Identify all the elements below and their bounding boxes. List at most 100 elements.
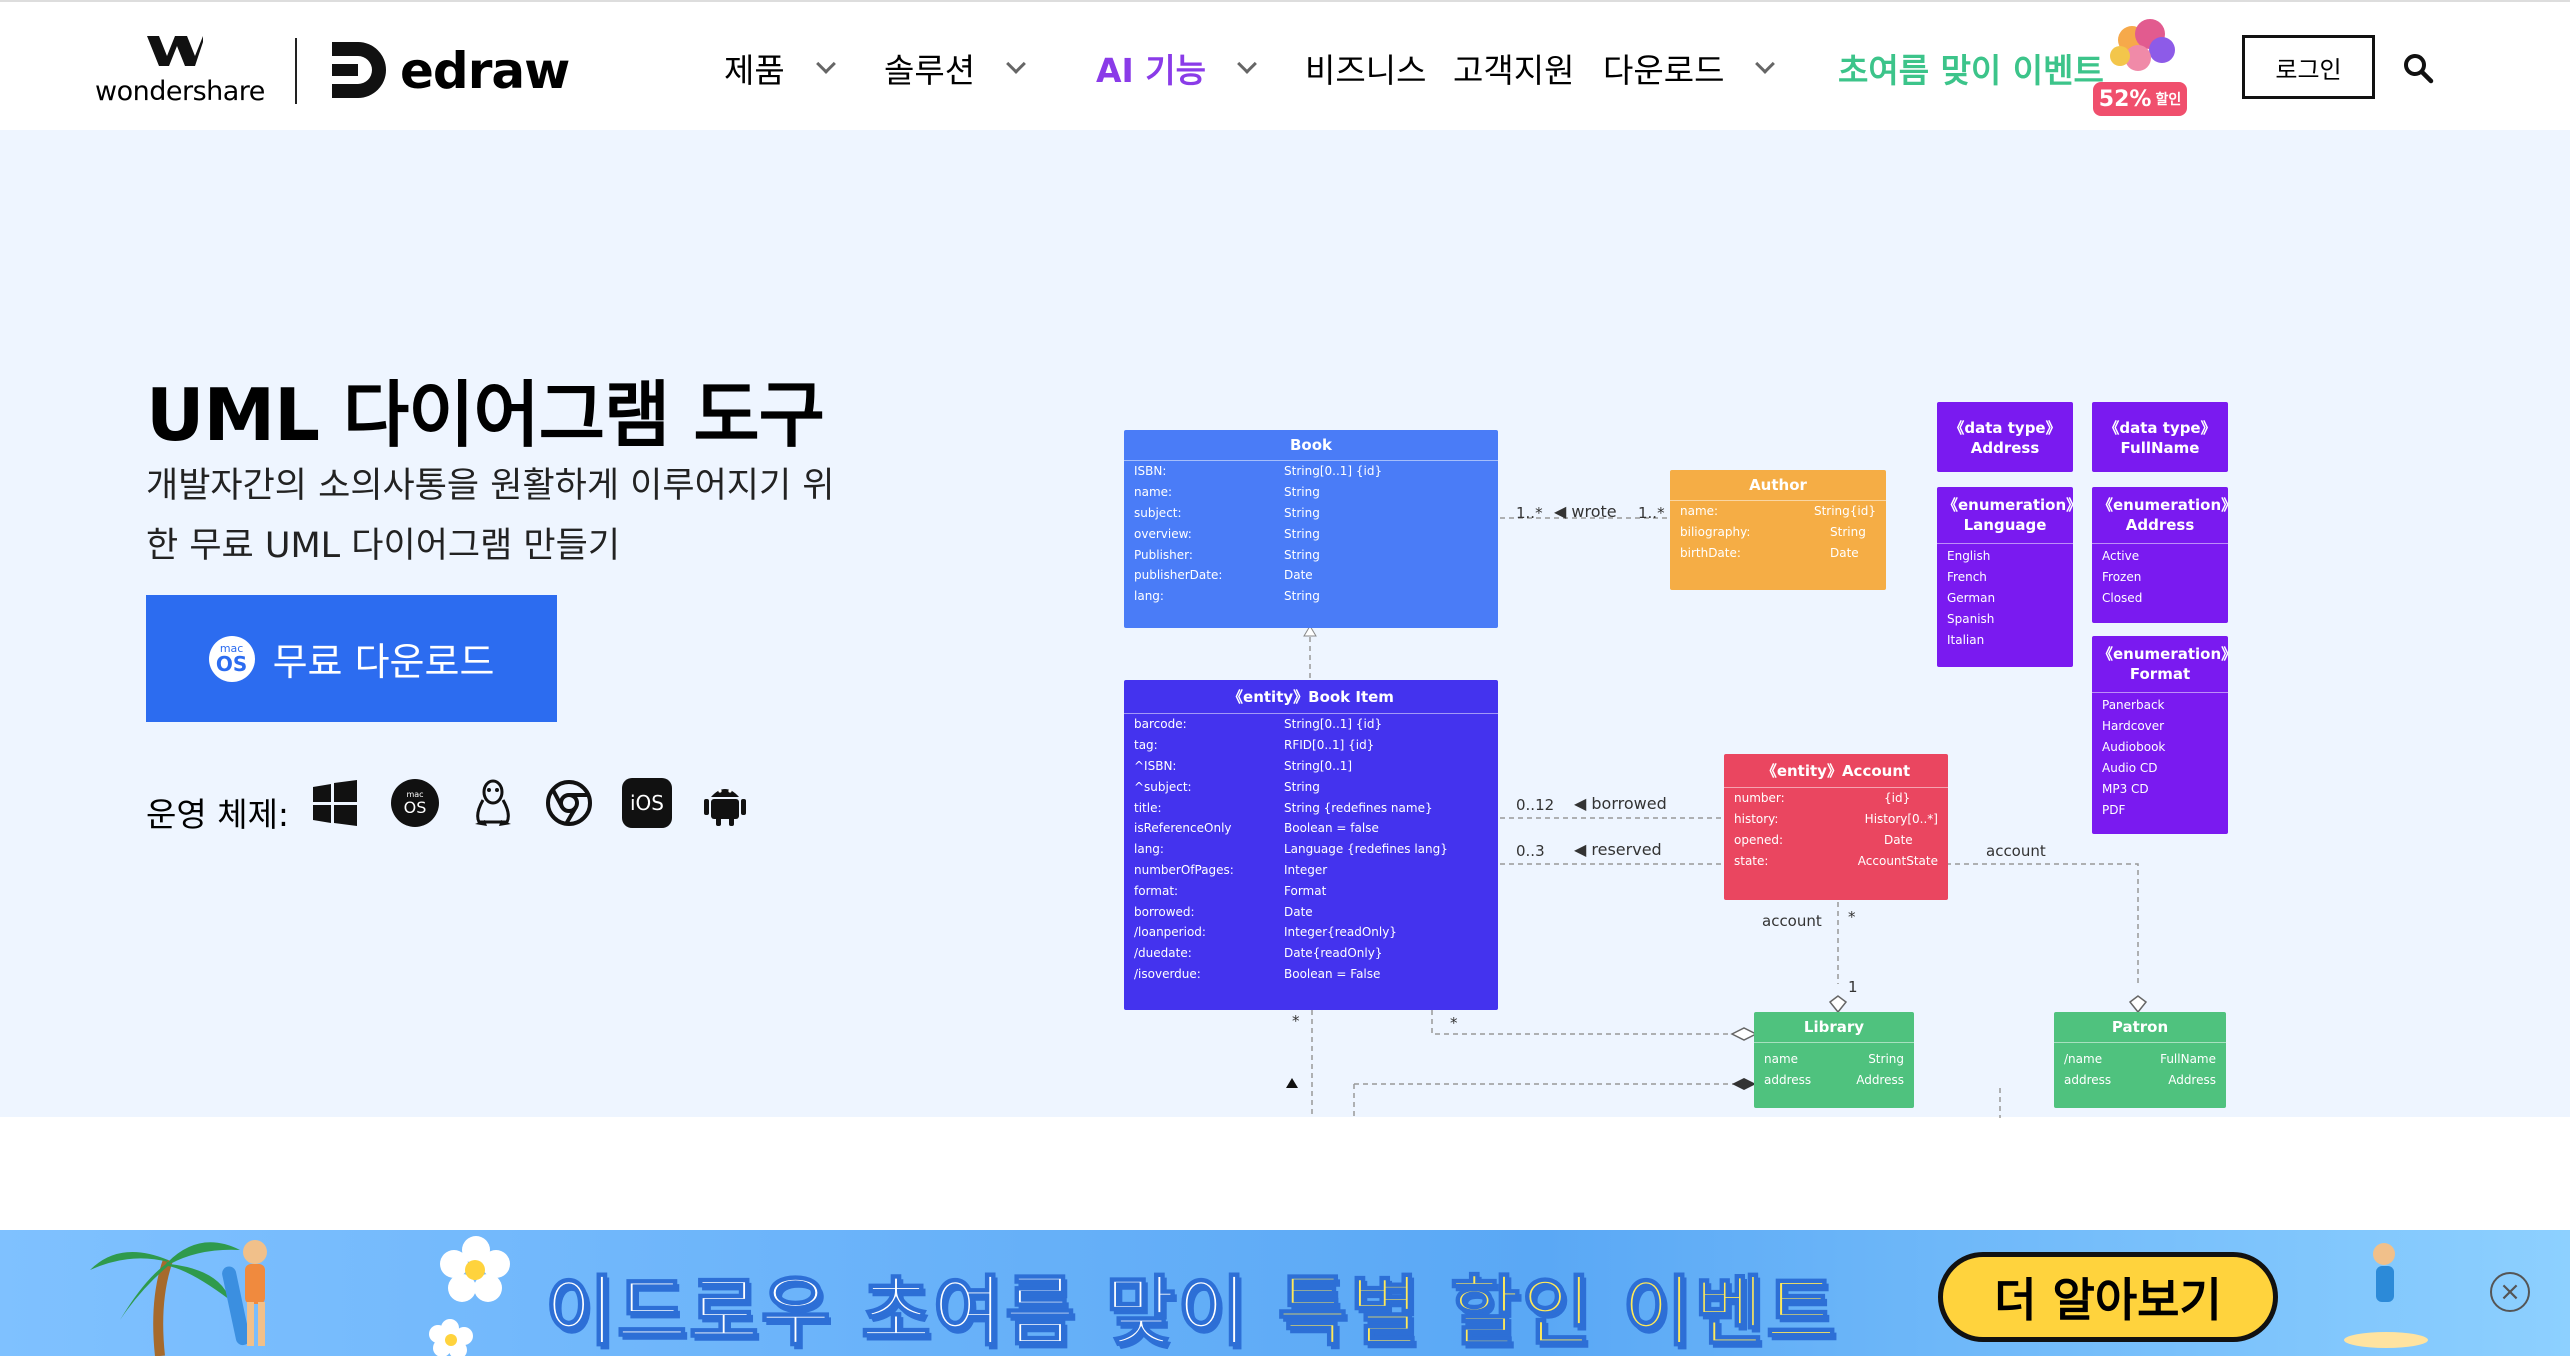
flower-icon	[429, 1236, 510, 1356]
uml-attribute-name: address	[2064, 1073, 2112, 1088]
uml-attribute-type: String	[1868, 1052, 1904, 1067]
uml-attribute-type: Date	[1830, 545, 1859, 560]
uml-attribute-type: String	[1284, 526, 1320, 541]
uml-attribute-name: history:	[1734, 812, 1779, 827]
uml-attribute-type: Address	[2168, 1073, 2216, 1088]
uml-attribute-row: history:History[0..*]	[1724, 809, 1948, 830]
uml-attribute-type: Language {redefines lang}	[1284, 842, 1448, 857]
nav-download[interactable]: 다운로드	[1603, 44, 1776, 92]
uml-attribute-name: address	[1764, 1073, 1812, 1088]
ios-icon[interactable]: iOS	[622, 778, 672, 828]
promo-banner[interactable]: 이드로우 초여름 맞이 특별 할인 이벤트 더 알아보기 ×	[0, 1230, 2570, 1356]
uml-attribute-type: String {redefines name}	[1284, 800, 1433, 815]
uml-enum-literal: Hardcover	[2102, 719, 2165, 733]
promo-banner-text-highlight: 특별 할인 이벤트	[1277, 1266, 1839, 1356]
nav-summer-event[interactable]: 초여름 맞이 이벤트	[1838, 44, 2104, 92]
uml-attribute-row: numberOfPages:Integer	[1124, 860, 1498, 881]
uml-attribute-type: String	[1284, 485, 1320, 500]
uml-class-title: 《enumeration》 Address	[2092, 487, 2228, 544]
uml-attribute-type: Address	[1856, 1073, 1904, 1088]
nav-business-label: 비즈니스	[1305, 51, 1427, 90]
surfer-right-icon	[2344, 1243, 2428, 1348]
uml-attribute-row: barcode:String[0..1] {id}	[1124, 714, 1498, 735]
uml-attribute-row: Publisher:String	[1124, 544, 1498, 565]
uml-attribute-row: lang:Language {redefines lang}	[1124, 839, 1498, 860]
nav-ai-features[interactable]: AI 기능	[1096, 44, 1257, 92]
uml-attribute-type: Date	[1284, 904, 1313, 919]
uml-class-title: 《enumeration》 Language	[1937, 487, 2073, 544]
uml-attribute-type: String{id}	[1813, 504, 1876, 519]
nav-business[interactable]: 비즈니스	[1305, 44, 1426, 92]
uml-attribute-row: biliography:String	[1670, 522, 1886, 543]
macos-icon-bottom: OS	[215, 652, 248, 676]
top-nav-bar: wondershare edraw 제품 솔루션 AI 기능 비즈니스 고객지원	[0, 0, 2570, 130]
nav-support-label: 고객지원	[1453, 51, 1575, 90]
chrome-icon[interactable]	[544, 778, 594, 828]
search-icon[interactable]	[2402, 52, 2434, 84]
uml-attribute-type: String	[1284, 547, 1320, 562]
uml-attribute-name: subject:	[1134, 505, 1182, 520]
sale-badge-suffix: 할인	[2155, 92, 2182, 108]
windows-icon[interactable]	[310, 778, 360, 828]
uml-enum-literal: Active	[2102, 549, 2140, 563]
free-download-button[interactable]: mac OS 무료 다운로드	[146, 595, 557, 722]
nav-solutions[interactable]: 솔루션	[884, 44, 1026, 92]
uml-enum-literal: Closed	[2102, 591, 2143, 605]
uml-attribute-row: subject:String	[1124, 503, 1498, 524]
chevron-down-icon	[1006, 54, 1026, 74]
uml-attribute-type: Boolean = False	[1284, 966, 1381, 981]
uml-attribute-row: ISBN:String[0..1] {id}	[1124, 461, 1498, 482]
uml-attribute-row: tag:RFID[0..1] {id}	[1124, 735, 1498, 756]
uml-attribute-row: name:String{id}	[1670, 501, 1886, 522]
android-icon[interactable]	[700, 778, 750, 828]
uml-attribute-row: isReferenceOnly Boolean = false	[1124, 818, 1498, 839]
svg-text:mac: mac	[406, 790, 423, 799]
promo-banner-text-main: 이드로우 초여름 맞이	[544, 1266, 1278, 1356]
uml-class-title: 《data type》 FullName	[2104, 419, 2216, 457]
uml-attribute-name: lang:	[1134, 589, 1164, 604]
uml-class-rows: barcode:String[0..1] {id}tag:RFID[0..1] …	[1124, 714, 1498, 984]
uml-class-account: 《entity》Account number:{id}history:Histo…	[1724, 754, 1948, 900]
uml-relation-borrowed: ◀ borrowed	[1574, 794, 1667, 813]
wondershare-logo[interactable]: wondershare	[95, 34, 265, 107]
page-title: UML 다이어그램 도구	[146, 373, 825, 457]
uml-attribute-row: state:AccountState	[1724, 850, 1948, 871]
uml-attribute-name: isReferenceOnly	[1134, 821, 1232, 836]
uml-attribute-name: ^subject:	[1134, 779, 1192, 794]
uml-enum-literal: French	[1947, 570, 1987, 584]
uml-class-title: Patron	[2054, 1012, 2226, 1043]
uml-class-title: 《data type》 Address	[1949, 419, 2061, 457]
sale-badge-percent: 52%	[2098, 86, 2152, 112]
uml-attribute-name: biliography:	[1680, 525, 1751, 540]
uml-attribute-row: birthDate: Date	[1670, 543, 1886, 564]
uml-attribute-type: Date{readOnly}	[1284, 946, 1383, 961]
nav-products[interactable]: 제품	[724, 44, 836, 92]
uml-attribute-name: format:	[1134, 883, 1179, 898]
chevron-down-icon	[1755, 54, 1776, 74]
uml-attribute-name: ^ISBN:	[1134, 758, 1177, 773]
login-button[interactable]: 로그인	[2242, 35, 2375, 99]
uml-class-title: 《enumeration》 Format	[2092, 636, 2228, 693]
uml-attribute-name: birthDate:	[1680, 545, 1741, 560]
macos-icon: mac OS	[208, 635, 255, 682]
uml-attribute-type: Boolean = false	[1284, 821, 1379, 836]
close-icon[interactable]: ×	[2490, 1272, 2530, 1312]
surfer-icon	[222, 1240, 267, 1346]
wondershare-wordmark: wondershare	[95, 76, 265, 107]
nav-support[interactable]: 고객지원	[1453, 44, 1574, 92]
uml-attribute-name: overview:	[1134, 526, 1192, 541]
learn-more-button[interactable]: 더 알아보기	[1938, 1252, 2278, 1342]
uml-enum-literal: Italian	[1947, 633, 1985, 647]
nav-download-label: 다운로드	[1603, 51, 1725, 90]
linux-icon[interactable]	[468, 778, 518, 828]
uml-attribute-name: tag:	[1134, 738, 1158, 753]
wondershare-mark-icon	[147, 36, 203, 66]
